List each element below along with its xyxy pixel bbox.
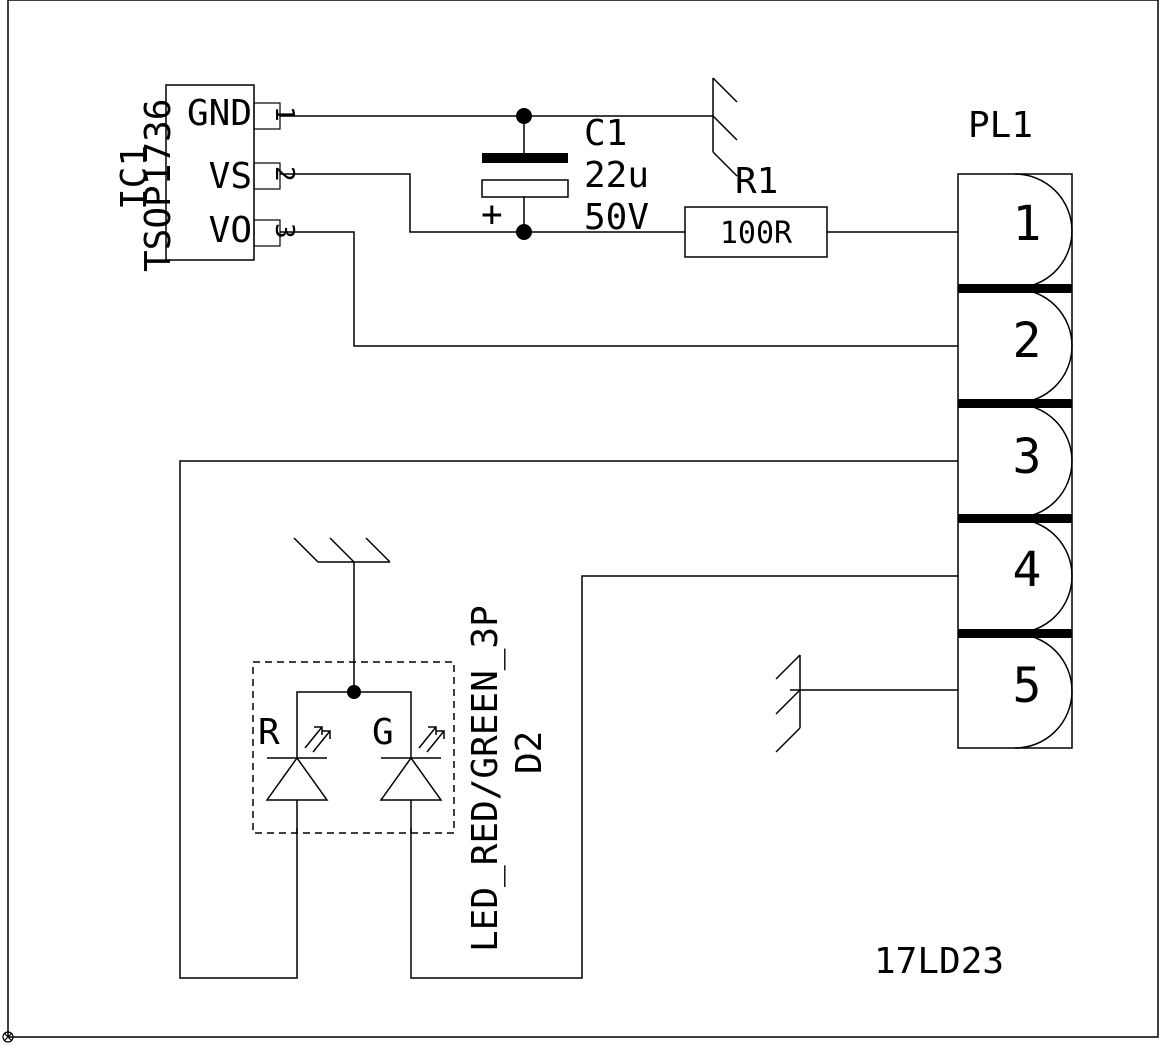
d2-green-diode: [379, 726, 445, 801]
wire-pin4: [410, 575, 958, 979]
pl1-pin4: 4: [1013, 542, 1042, 598]
d2-ref: D2: [509, 731, 550, 774]
r1-value: 100R: [720, 216, 793, 251]
d2-green-label: G: [372, 712, 394, 753]
pl1-connector[interactable]: PL1 1 2 3 4 5: [957, 105, 1073, 749]
d2-red-label: R: [258, 712, 280, 753]
wire-vo: [280, 231, 958, 347]
c1-ref: C1: [584, 113, 627, 154]
ic1-component[interactable]: IC1 TSOP1736 GND VS VO 1 2 3: [114, 84, 299, 272]
d2-outline: [252, 661, 455, 834]
ic1-ref: IC1: [114, 145, 155, 210]
junction-gnd: [516, 108, 532, 124]
wire-vs: [280, 173, 685, 233]
pl1-pin2: 2: [1013, 313, 1042, 369]
c1-value: 22u: [584, 155, 649, 196]
d2-part: LED_RED/GREEN_3P: [465, 605, 506, 952]
c1-voltage: 50V: [584, 197, 649, 238]
ic1-pin2-box: [253, 162, 281, 190]
wire-pin3: [179, 460, 958, 979]
wires: [179, 115, 958, 979]
ic1-part: TSOP1736: [138, 99, 179, 272]
c1-polarity: +: [481, 194, 503, 235]
pl1-pin5: 5: [1013, 658, 1042, 714]
ic1-pin3-box: [253, 219, 281, 247]
r1-component[interactable]: R1 100R: [684, 161, 828, 258]
d2-red-diode: [265, 726, 331, 801]
d2-internal-wires: [296, 691, 412, 833]
ic1-pin1-num: 1: [269, 106, 299, 122]
ic1-pin-gnd-name: GND: [187, 93, 252, 134]
pl1-ref: PL1: [968, 105, 1033, 146]
r1-body: [684, 206, 828, 258]
board-id: 17LD23: [874, 941, 1004, 982]
c1-plate-top: [482, 153, 568, 163]
pl1-dividers: [958, 284, 1072, 638]
junction-vs: [516, 224, 532, 240]
c1-component[interactable]: + C1 22u 50V: [481, 113, 649, 238]
ic1-pin3-num: 3: [269, 223, 299, 239]
ground-symbol-led: [293, 537, 391, 563]
pl1-pin-arcs: [1014, 173, 1073, 749]
pl1-pin1: 1: [1013, 196, 1042, 252]
c1-plate-bottom: [481, 179, 569, 198]
pl1-pin3: 3: [1013, 429, 1042, 485]
d2-component[interactable]: R G LED_RED/GREEN_3P D2: [252, 605, 550, 952]
r1-ref: R1: [735, 161, 778, 202]
ic1-pin-vs-name: VS: [209, 156, 252, 197]
ground-symbol-right: [775, 654, 801, 753]
ground-symbol-top: [712, 77, 738, 177]
ic1-pin-vo-name: VO: [209, 210, 252, 251]
